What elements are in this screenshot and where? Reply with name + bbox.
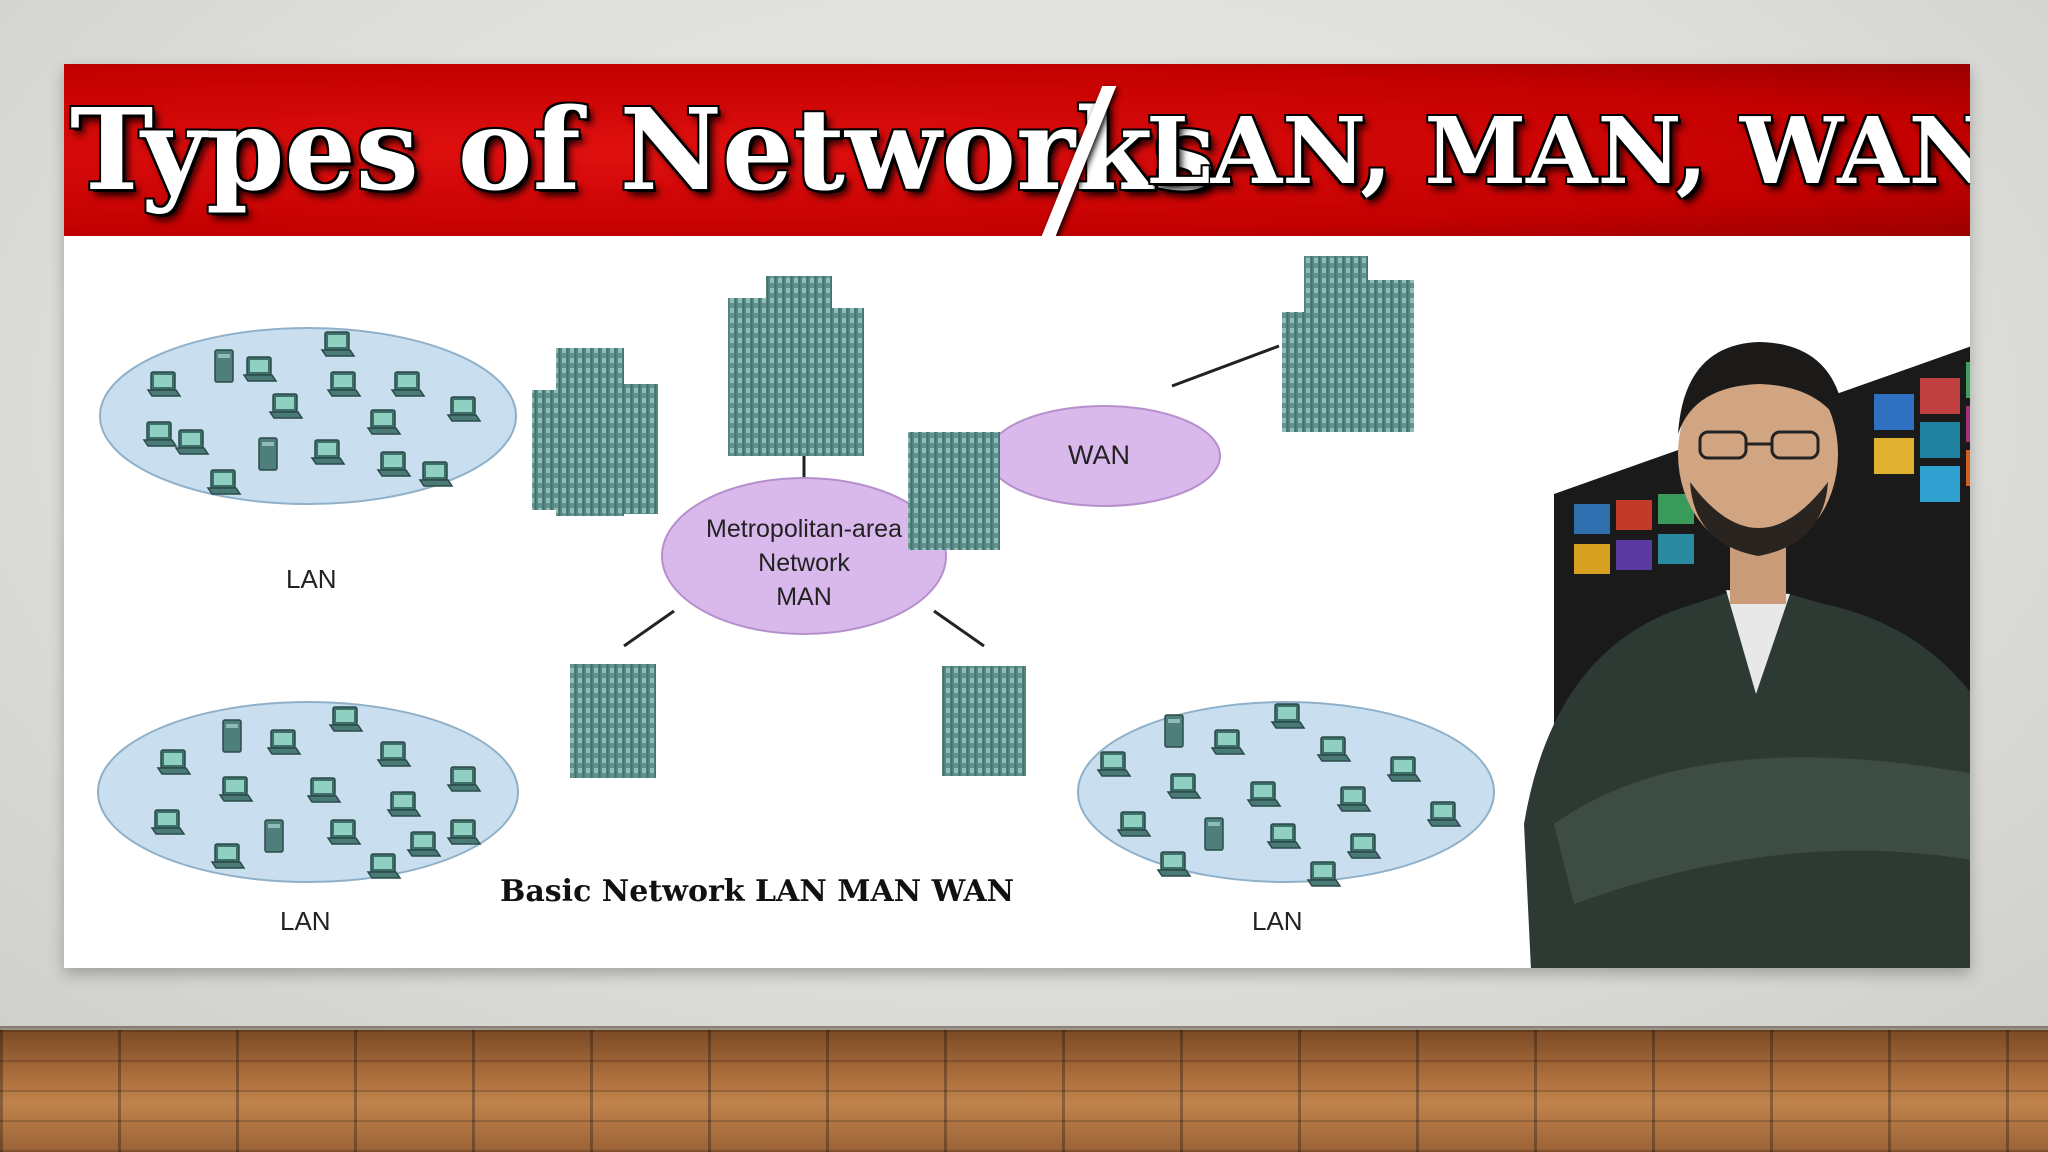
lan-ellipse-bottom-right [1077, 701, 1495, 887]
title-main: Types of Networks [70, 85, 1216, 216]
man-label-line2: Network [758, 549, 850, 577]
building-top-right [1282, 256, 1414, 432]
lan-label-top-left: LAN [286, 564, 337, 594]
wan-label: WAN [1068, 440, 1130, 470]
building-left [532, 348, 658, 516]
building-bottom-right [942, 666, 1026, 776]
title-banner: Types of Networks LAN, MAN, WAN [64, 64, 1970, 236]
man-label-line3: MAN [776, 583, 832, 611]
man-label: Metropolitan-area Network MAN [674, 512, 934, 614]
diagram-graphics [97, 256, 1495, 887]
tv-tiles [1574, 362, 1970, 574]
building-top-center [728, 276, 864, 456]
title-text: Types of Networks LAN, MAN, WAN [64, 76, 1970, 236]
wood-floor [0, 1030, 2048, 1152]
slide-board: Types of Networks LAN, MAN, WAN [64, 64, 1970, 968]
network-diagram: LAN LAN LAN Metropolitan-area Network MA… [64, 236, 1970, 968]
lan-label-bottom-right: LAN [1252, 906, 1303, 936]
lan-ellipse-top-left [99, 327, 517, 505]
man-label-line1: Metropolitan-area [706, 515, 902, 543]
diagram-caption: Basic Network LAN MAN WAN [500, 874, 1015, 909]
lan-label-bottom-left: LAN [280, 906, 331, 936]
presenter-photo [1524, 342, 1970, 968]
building-small-mid [908, 432, 1000, 550]
lan-ellipse-bottom-left [97, 701, 519, 883]
title-sub: LAN, MAN, WAN [1146, 97, 1970, 205]
man-ellipse [661, 477, 947, 635]
building-bottom-left [570, 664, 656, 778]
